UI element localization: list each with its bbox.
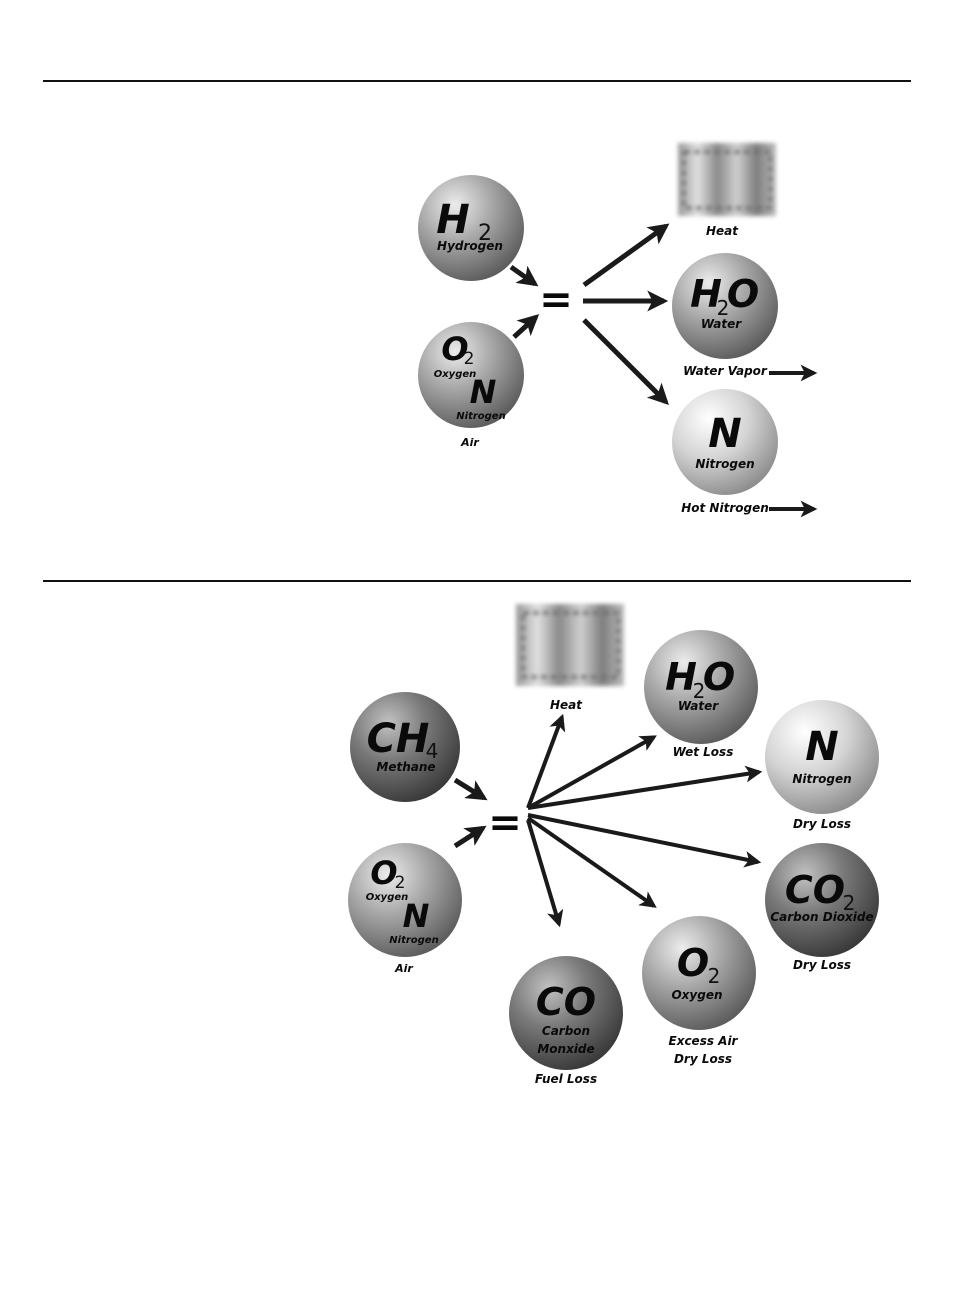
water-sphere: H 2 O Water [672, 253, 778, 359]
hydrogen-sphere: H 2 Hydrogen [418, 175, 524, 281]
air-nitrogen-label: Nitrogen [456, 411, 505, 422]
bottom-oxygen-subscript: 2 [708, 964, 721, 988]
co-label-line1: Carbon [542, 1024, 590, 1038]
nitrogen-label: Nitrogen [695, 457, 754, 471]
hydrogen-label: Hydrogen [437, 239, 503, 253]
co2-dry-loss-caption: Dry Loss [793, 958, 851, 972]
bottom-oxygen-sphere: O 2 Oxygen [642, 916, 756, 1030]
bottom-heat-image [516, 604, 624, 686]
arrow-air-in [514, 317, 536, 337]
top-equals-sign: = [539, 277, 573, 323]
bottom-air-oxygen-subscript: 2 [395, 873, 406, 893]
nitrogen-sphere: N Nitrogen [672, 389, 778, 495]
nitrogen-dry-loss-caption: Dry Loss [793, 817, 851, 831]
bottom-water-symbol-o: O [703, 655, 735, 699]
co2-symbol: CO [785, 868, 845, 912]
arrow-to-nitrogen [584, 320, 666, 402]
bottom-water-label: Water [678, 699, 719, 713]
bottom-nitrogen-sphere: N Nitrogen [765, 700, 879, 814]
hot-nitrogen-caption: Hot Nitrogen [681, 501, 769, 515]
bottom-diagram: CH 4 Methane O 2 Oxygen N Nitrogen Air = [348, 604, 879, 1086]
water-label: Water [701, 317, 742, 331]
heat-caption: Heat [706, 224, 739, 238]
bottom-air-nitrogen-symbol: N [403, 897, 430, 935]
arrow-hydrogen-in [511, 267, 535, 284]
co-label-line2: Monxide [537, 1042, 594, 1056]
bottom-nitrogen-symbol: N [805, 724, 838, 770]
arrow-to-bottom-heat [528, 717, 562, 808]
water-vapor-caption: Water Vapor [683, 364, 768, 378]
bottom-air-caption: Air [394, 962, 413, 975]
bottom-oxygen-symbol: O [677, 941, 709, 985]
bottom-water-sphere: H 2 O Water [644, 630, 758, 744]
wet-loss-caption: Wet Loss [673, 745, 734, 759]
air-oxygen-subscript: 2 [464, 349, 475, 369]
methane-sphere: CH 4 Methane [350, 692, 460, 802]
co2-label: Carbon Dioxide [770, 910, 873, 924]
bottom-equals-sign: = [488, 800, 522, 846]
co2-sphere: CO 2 Carbon Dioxide [765, 843, 879, 957]
co-sphere: CO Carbon Monxide [509, 956, 623, 1070]
methane-symbol: CH [367, 716, 430, 762]
bottom-air-oxygen-symbol: O [370, 854, 397, 892]
air-sphere: O 2 Oxygen N Nitrogen [418, 322, 524, 428]
heat-image [678, 143, 776, 216]
co-symbol: CO [536, 980, 596, 1024]
air-nitrogen-symbol: N [470, 373, 497, 411]
arrow-to-heat [584, 226, 666, 285]
arrow-bottom-air-in [455, 828, 483, 846]
air-caption: Air [460, 436, 479, 449]
methane-label: Methane [376, 760, 435, 774]
arrow-to-co2 [528, 815, 758, 862]
bottom-nitrogen-label: Nitrogen [792, 772, 851, 786]
hydrogen-symbol: H [436, 197, 469, 243]
water-symbol-o: O [727, 272, 759, 316]
bottom-air-sphere: O 2 Oxygen N Nitrogen [348, 843, 462, 957]
nitrogen-symbol: N [708, 411, 741, 457]
arrow-to-oxygen [528, 818, 654, 906]
arrow-methane-in [455, 780, 484, 798]
bottom-heat-caption: Heat [550, 698, 583, 712]
oxygen-dry-loss-caption: Dry Loss [674, 1052, 732, 1066]
excess-air-caption: Excess Air [669, 1034, 739, 1048]
bottom-air-nitrogen-label: Nitrogen [389, 935, 438, 946]
fuel-loss-caption: Fuel Loss [535, 1072, 597, 1086]
top-diagram: H 2 Hydrogen O 2 Oxygen N Nitrogen Air =… [418, 143, 814, 515]
bottom-oxygen-label: Oxygen [671, 988, 722, 1002]
